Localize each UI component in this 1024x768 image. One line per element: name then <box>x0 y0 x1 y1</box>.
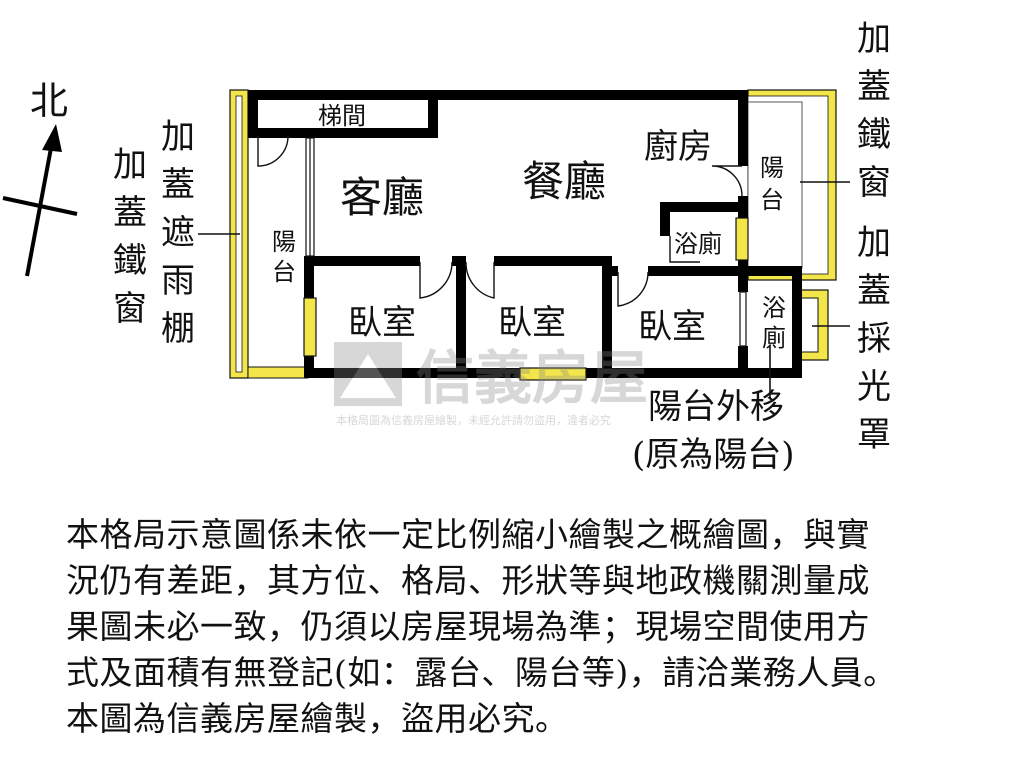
kitchen-label: 廚房 <box>644 127 712 167</box>
leader-lines <box>198 181 850 398</box>
right-iron-window <box>747 89 837 281</box>
watermark-note: 本格局圖為信義房屋繪製，未經允許請勿盜用，違者必究 <box>336 413 611 427</box>
left-iron-window-label: 加蓋鐵窗 <box>113 145 147 329</box>
yellow-window-segments <box>303 217 749 381</box>
bedroom-1-door-swing <box>419 261 453 299</box>
bath-1-door-swing <box>669 236 700 263</box>
compass-north-label: 北 <box>30 79 68 123</box>
balcony-original-label: (原為陽台) <box>632 435 795 475</box>
compass-crossbar <box>2 196 78 216</box>
bedroom-2-door-swing <box>465 261 495 299</box>
living-room-label: 客廳 <box>340 173 424 222</box>
watermark: 信義房屋 本格局圖為信義房屋繪製，未經允許請勿盜用，違者必究 <box>334 342 648 427</box>
right-skylight-label: 加蓋採光罩 <box>857 223 891 455</box>
balcony-right-vertical-label: 陽台 <box>760 154 784 214</box>
watermark-logo-icon <box>334 342 402 406</box>
entry-door-swing <box>257 135 289 167</box>
compass: 北 <box>2 79 78 277</box>
floor-plan: 北 <box>2 19 891 475</box>
disclaimer-line: 本格局示意圖係未依一定比例縮小繪製之概繪圖，與實 <box>66 515 870 554</box>
right-iron-window-label: 加蓋鐵窗 <box>857 19 891 203</box>
kitchen-door-swing <box>711 165 743 197</box>
compass-arrow-shaft <box>25 131 56 277</box>
bedroom-2-label: 臥室 <box>498 303 566 343</box>
sliding-windows <box>305 137 747 347</box>
bedroom-1-label: 臥室 <box>348 303 416 343</box>
disclaimer-line: 況仍有差距，其方位、格局、形狀等與地政機關測量成 <box>66 561 870 600</box>
bedroom-3-label: 臥室 <box>638 307 706 347</box>
balcony-moved-label: 陽台外移 <box>648 387 784 427</box>
bathroom-2-label: 浴廁 <box>762 294 786 352</box>
disclaimer-line: 果圖未必一致，仍須以房屋現場為準；現場空間使用方 <box>66 607 870 646</box>
left-awning-label: 加蓋遮雨棚 <box>161 117 195 349</box>
door-swings <box>257 135 743 307</box>
disclaimer-line: 式及面積有無登記(如：露台、陽台等)，請洽業務人員。 <box>66 653 897 692</box>
balcony-left-label: 陽台 <box>272 228 296 286</box>
stairwell-label: 梯間 <box>318 102 366 130</box>
compass-arrow-head <box>42 124 62 152</box>
disclaimer-text: 本格局示意圖係未依一定比例縮小繪製之概繪圖，與實 況仍有差距，其方位、格局、形狀… <box>66 512 1006 742</box>
bathroom-1-label: 浴廁 <box>674 230 722 258</box>
watermark-brand: 信義房屋 <box>416 344 648 412</box>
disclaimer-line: 本圖為信義房屋繪製，盜用必究。 <box>66 699 569 738</box>
dining-room-label: 餐廳 <box>522 157 606 206</box>
bedroom-3-door-swing <box>617 271 649 307</box>
